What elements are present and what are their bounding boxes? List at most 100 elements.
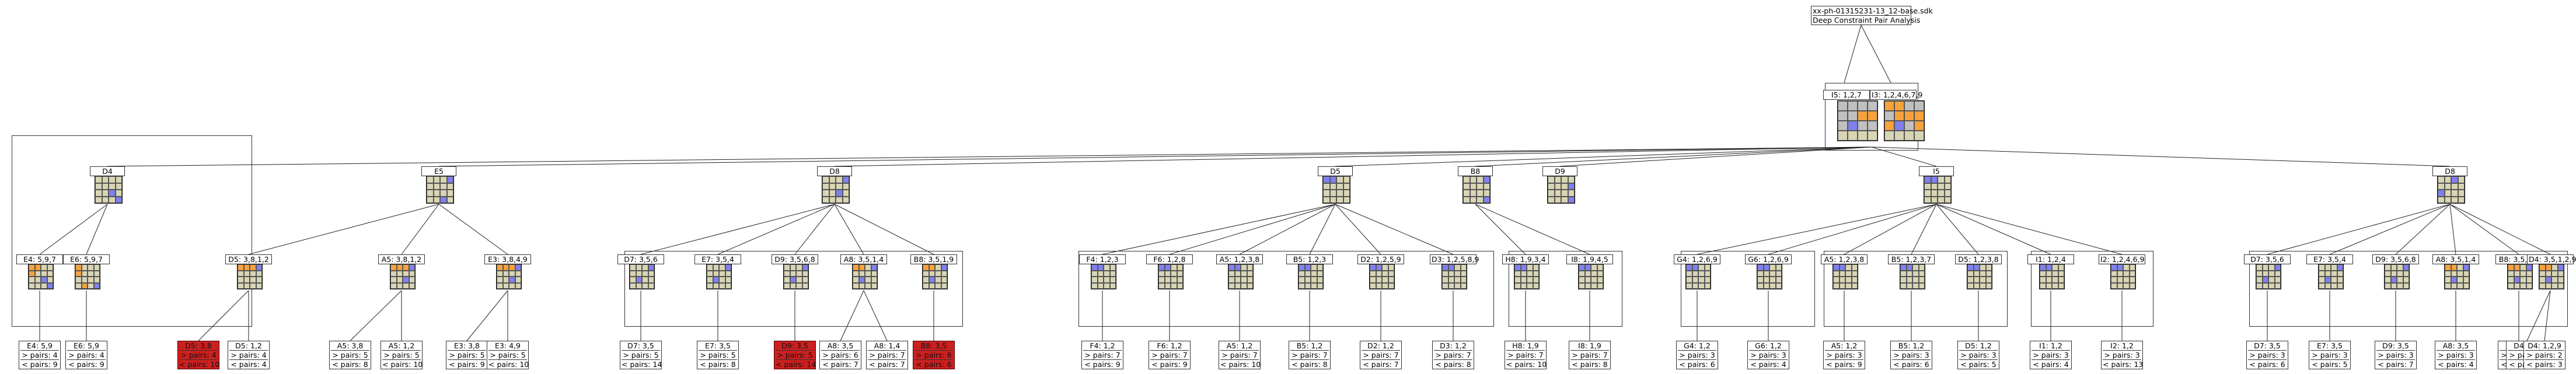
grid-cell bbox=[1109, 264, 1116, 271]
tree-edge bbox=[1169, 204, 1336, 255]
grid-cell bbox=[1568, 196, 1575, 203]
leaf-less: < pairs: 4 bbox=[2438, 360, 2474, 369]
grid-cell bbox=[2274, 277, 2281, 283]
grid-cell bbox=[2458, 190, 2465, 197]
leaf-pairs: > pairs: 7 bbox=[1083, 351, 1122, 360]
leaf-less: < pairs: 9 bbox=[1151, 360, 1188, 369]
grid-cell bbox=[509, 270, 515, 277]
leaf-less: < pairs: 9 bbox=[449, 360, 485, 369]
level2-node-label: B8: 3,5,1,9 bbox=[910, 254, 957, 264]
grid-cell bbox=[47, 270, 53, 277]
grid-cell bbox=[1845, 282, 1852, 289]
grid-cell bbox=[1304, 270, 1311, 277]
grid-cell bbox=[2520, 277, 2526, 283]
level2-node-label: E3: 3,8,4,9 bbox=[484, 254, 531, 264]
grid-cell bbox=[941, 264, 947, 271]
leaf-pairs: > pairs: 3 bbox=[1892, 351, 1931, 360]
leaf-less: < pairs: 7 bbox=[1363, 360, 1399, 369]
grid-cell bbox=[2052, 270, 2058, 277]
leaf-pairs: > pairs: 7 bbox=[1570, 351, 1609, 360]
grid-cell bbox=[2274, 264, 2281, 271]
grid-cell bbox=[1858, 101, 1868, 111]
grid-cell bbox=[1763, 277, 1769, 283]
grid-cell bbox=[713, 277, 719, 283]
level2-grid bbox=[2318, 264, 2344, 289]
level2-node-label: G6: 1,2,6,9 bbox=[1745, 254, 1792, 264]
grid-cell bbox=[1985, 270, 1992, 277]
grid-cell bbox=[81, 270, 88, 277]
leaf-label: E7: 3,5 bbox=[2310, 341, 2349, 351]
grid-cell bbox=[502, 270, 509, 277]
grid-cell bbox=[1692, 270, 1698, 277]
grid-cell bbox=[115, 196, 122, 203]
grid-cell bbox=[1833, 270, 1839, 277]
grid-cell bbox=[648, 264, 654, 271]
level2-grid bbox=[75, 264, 100, 289]
leaf-label: A5: 3,8 bbox=[331, 341, 369, 351]
leaf-less: < pairs: 14 bbox=[622, 360, 662, 369]
grid-cell bbox=[497, 277, 503, 283]
grid-cell bbox=[1698, 282, 1705, 289]
grid-cell bbox=[390, 264, 397, 271]
leaf-label: D5: 1,2 bbox=[1959, 341, 1998, 351]
grid-cell bbox=[784, 270, 790, 277]
grid-cell bbox=[1838, 131, 1848, 141]
grid-cell bbox=[1228, 282, 1235, 289]
grid-cell bbox=[1980, 282, 1986, 289]
grid-cell bbox=[1514, 270, 1521, 277]
level2-grid bbox=[1369, 264, 1395, 289]
grid-cell bbox=[2123, 264, 2130, 271]
grid-cell bbox=[115, 183, 122, 190]
grid-cell bbox=[941, 277, 947, 283]
leaf-pairs: > pairs: 4 bbox=[179, 351, 218, 360]
leaf-less: < pairs: 9 bbox=[1826, 360, 1862, 369]
grid-cell bbox=[409, 277, 415, 283]
grid-cell bbox=[1247, 270, 1253, 277]
grid-cell bbox=[1376, 282, 1382, 289]
grid-cell bbox=[1900, 270, 1907, 277]
tree-edge bbox=[1475, 146, 1872, 167]
grid-cell bbox=[2551, 264, 2558, 271]
grid-cell bbox=[2508, 277, 2514, 283]
level1-node-label: D8 bbox=[817, 166, 852, 176]
grid-cell bbox=[515, 270, 521, 277]
grid-cell bbox=[1514, 282, 1521, 289]
grid-cell bbox=[2539, 282, 2546, 289]
grid-cell bbox=[796, 277, 802, 283]
grid-cell bbox=[1460, 270, 1467, 277]
grid-cell bbox=[822, 183, 829, 190]
grid-cell bbox=[1900, 282, 1907, 289]
grid-cell bbox=[1686, 264, 1692, 271]
grid-cell bbox=[1918, 282, 1925, 289]
grid-cell bbox=[865, 264, 871, 271]
grid-cell bbox=[1704, 277, 1711, 283]
grid-cell bbox=[1454, 264, 1461, 271]
grid-cell bbox=[1388, 277, 1394, 283]
grid-cell bbox=[1442, 270, 1448, 277]
leaf-pairs: > pairs: 3 bbox=[2103, 351, 2141, 360]
grid-cell bbox=[2268, 282, 2275, 289]
grid-cell bbox=[1109, 277, 1116, 283]
grid-cell bbox=[34, 270, 41, 277]
leaf-node: D5: 1,2> pairs: 4< pairs: 4 bbox=[228, 341, 270, 369]
grid-cell bbox=[2445, 270, 2451, 277]
grid-cell bbox=[95, 176, 102, 183]
grid-cell bbox=[2058, 282, 2064, 289]
grid-cell bbox=[102, 176, 109, 183]
grid-cell bbox=[1304, 264, 1311, 271]
grid-cell bbox=[1914, 101, 1924, 111]
grid-cell bbox=[47, 282, 53, 289]
grid-cell bbox=[1757, 277, 1764, 283]
grid-cell bbox=[1299, 282, 1305, 289]
leaf-label: D9: 3,5 bbox=[2376, 341, 2415, 351]
grid-cell bbox=[2111, 264, 2117, 271]
grid-cell bbox=[1234, 264, 1241, 271]
grid-cell bbox=[1757, 282, 1764, 289]
leaf-label: E3: 3,8 bbox=[448, 341, 486, 351]
grid-cell bbox=[871, 264, 877, 271]
tree-edge bbox=[438, 204, 508, 255]
grid-cell bbox=[2557, 270, 2564, 277]
grid-cell bbox=[1944, 196, 1951, 203]
grid-cell bbox=[2545, 282, 2551, 289]
grid-cell bbox=[1704, 270, 1711, 277]
